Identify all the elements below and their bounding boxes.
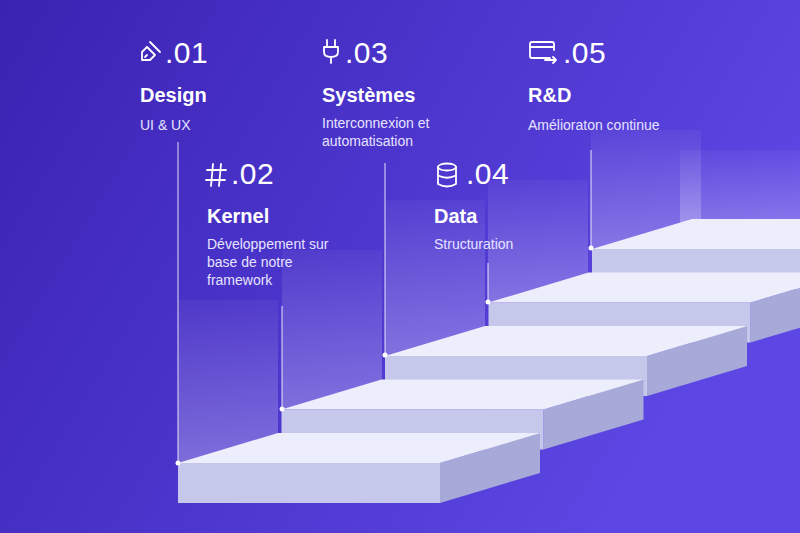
step-title: Kernel (207, 205, 269, 227)
step-number: .05 (563, 38, 606, 68)
stair-face (178, 433, 540, 463)
step-description: Développement sur base de notre framewor… (207, 235, 329, 290)
step-number: .02 (231, 159, 274, 189)
step-number: .04 (466, 159, 509, 189)
step-title: Data (434, 205, 477, 227)
database-icon (438, 164, 456, 187)
card-icon (530, 42, 556, 63)
step-description: Interconnexion et automatisation (322, 114, 462, 150)
stair-face (592, 219, 800, 249)
step-title: R&D (528, 84, 571, 106)
stairs (178, 219, 800, 503)
brush-icon (142, 42, 160, 60)
step-description: Structuration (434, 235, 513, 253)
step-number: .01 (165, 38, 208, 68)
stair-face (282, 380, 644, 410)
plug-icon (324, 40, 338, 63)
step-description: Amélioraton continue (528, 116, 660, 134)
leader-lines (178, 142, 591, 463)
stair-face (489, 273, 800, 303)
step-number: .03 (345, 38, 388, 68)
step-title: Design (140, 84, 207, 106)
hash-icon (206, 164, 226, 186)
stair-face (385, 326, 747, 356)
step-title: Systèmes (322, 84, 415, 106)
step-description: UI & UX (140, 116, 191, 134)
stair-face (178, 463, 440, 503)
